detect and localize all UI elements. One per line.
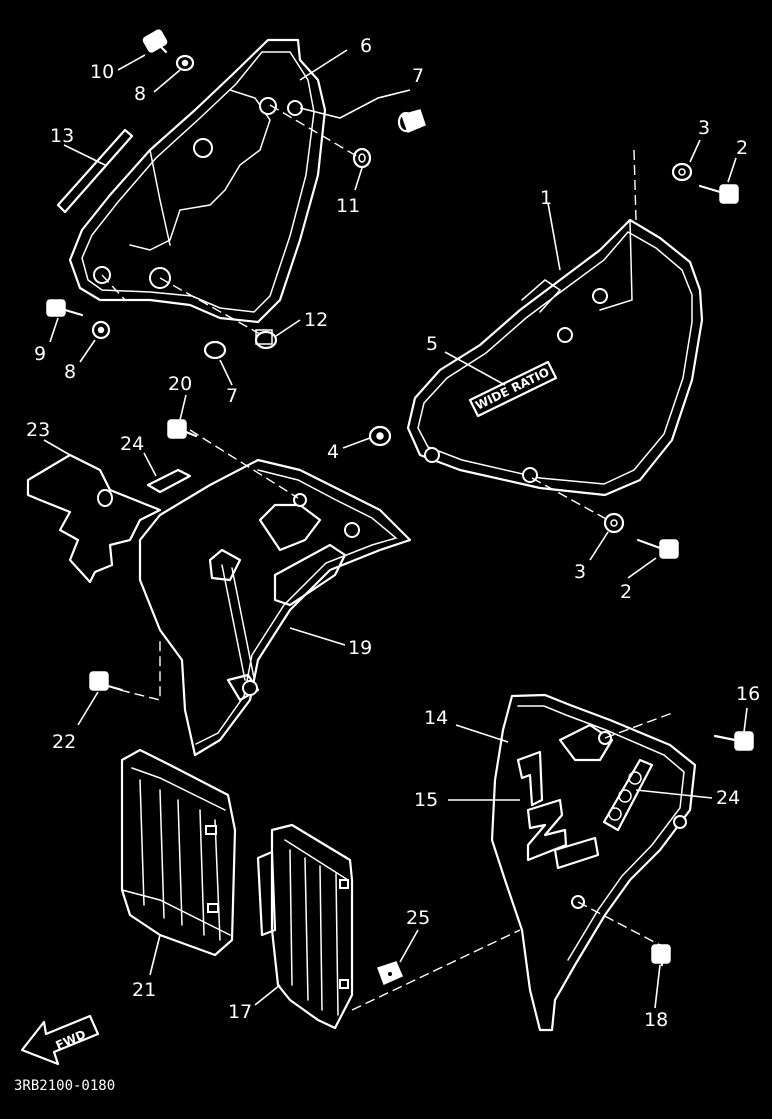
radiator-shroud-right (490, 693, 697, 1032)
bolt-18 (651, 943, 671, 967)
bolt-16 (713, 731, 754, 751)
callout-3-upper: 3 (698, 117, 710, 139)
callout-15: 15 (414, 789, 438, 811)
callout-10: 10 (90, 61, 114, 83)
grommet-7-upper (397, 109, 426, 133)
yz-graphic (516, 750, 600, 870)
callout-8-upper: 8 (134, 83, 146, 105)
callout-12: 12 (304, 309, 328, 331)
bolt-2-lower (636, 538, 679, 559)
callout-7-lower: 7 (226, 385, 238, 407)
drawing-code: 3RB2100-0180 (14, 1078, 115, 1094)
grommet-7-lower (203, 340, 227, 360)
emblem-text: WIDE RATIO (473, 365, 551, 413)
callout-14: 14 (424, 707, 448, 729)
radiator-guard-21 (120, 748, 237, 957)
decal-strip (56, 128, 134, 214)
callout-25: 25 (406, 907, 430, 929)
callout-24-lower: 24 (716, 787, 740, 809)
number-plate-emblem (602, 758, 654, 832)
fwd-label: FWD (54, 1027, 88, 1053)
side-cover-right: WIDE RATIO (406, 149, 704, 521)
callout-4: 4 (327, 441, 339, 463)
callout-24-upper: 24 (120, 433, 144, 455)
washer-8-lower (91, 320, 111, 340)
bolt-10 (142, 29, 168, 54)
callout-8-lower: 8 (64, 361, 76, 383)
nut-25 (377, 961, 403, 986)
callout-2-lower: 2 (620, 581, 632, 603)
callout-5: 5 (426, 333, 438, 355)
side-cover-left (68, 38, 361, 335)
wide-ratio-emblem: WIDE RATIO (468, 360, 558, 418)
callout-23: 23 (26, 419, 50, 441)
callout-1: 1 (540, 187, 552, 209)
bolt-9 (46, 299, 84, 317)
washer-3-lower (603, 512, 625, 534)
callout-16: 16 (736, 683, 760, 705)
callout-22: 22 (52, 731, 76, 753)
collar-11 (352, 147, 372, 169)
callout-7-upper: 7 (412, 65, 424, 87)
bolt-20 (167, 419, 198, 439)
callout-21: 21 (132, 979, 156, 1001)
callout-9: 9 (34, 343, 46, 365)
callout-6: 6 (360, 35, 372, 57)
washer-8-upper (175, 54, 195, 72)
callout-19: 19 (348, 637, 372, 659)
bolt-22 (89, 671, 124, 692)
washer-3-upper (671, 162, 693, 182)
callout-13: 13 (50, 125, 74, 147)
collar-4 (368, 425, 392, 447)
leader-lines (43, 49, 748, 1009)
callout-11: 11 (336, 195, 360, 217)
graphic-piece-23 (26, 453, 162, 584)
callout-numbers: 10 8 6 7 11 13 1 3 2 5 4 3 2 9 8 7 12 20… (26, 35, 760, 1031)
callout-2-upper: 2 (736, 137, 748, 159)
callout-20: 20 (168, 373, 192, 395)
decal-24-upper (146, 468, 192, 494)
collar-12 (254, 329, 278, 350)
callout-17: 17 (228, 1001, 252, 1023)
fwd-arrow: FWD (20, 1014, 100, 1066)
radiator-guard-17 (256, 823, 521, 1030)
callout-18: 18 (644, 1009, 668, 1031)
bolt-2-upper (698, 184, 739, 204)
radiator-shroud-left (119, 429, 412, 757)
callout-3-lower: 3 (574, 561, 586, 583)
